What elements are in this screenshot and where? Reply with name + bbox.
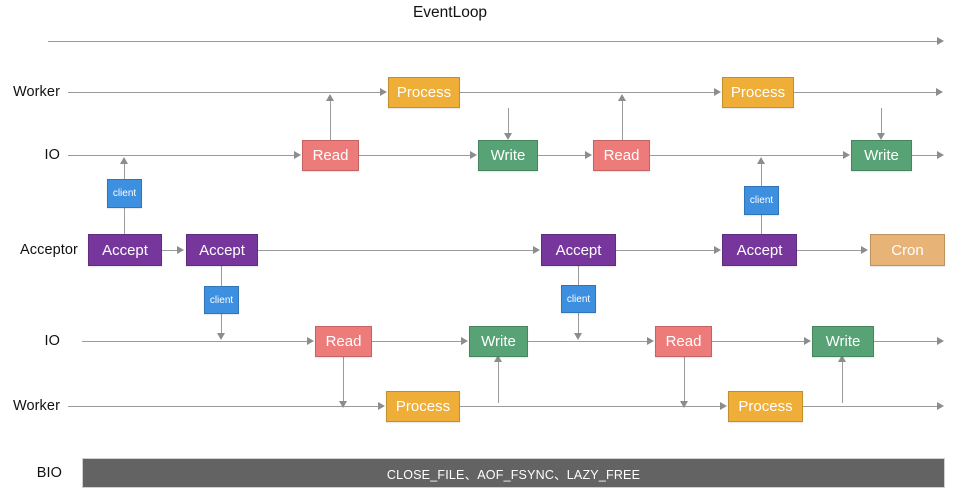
lifeline-io-bottom-seg-5 <box>874 341 938 342</box>
lifeline-worker-top-arrow-2 <box>714 88 721 96</box>
lifeline-worker-bottom-seg-2 <box>460 406 721 407</box>
row-label-acceptor: Acceptor <box>19 242 78 258</box>
bio-bar[interactable]: CLOSE_FILE、AOF_FSYNC、LAZY_FREE <box>82 458 945 488</box>
node-io-top-write-1[interactable]: Write <box>478 140 538 171</box>
node-io-top-read-2[interactable]: Read <box>593 140 650 171</box>
node-acceptor-accept-3[interactable]: Accept <box>541 234 616 266</box>
lifeline-io-bottom-arrow-3 <box>647 337 654 345</box>
lifeline-io-top-arrow-4 <box>843 151 850 159</box>
lifeline-io-top-seg-4 <box>650 155 844 156</box>
connector-process2-to-write2-arrow <box>877 133 885 140</box>
lifeline-io-top-arrow-3 <box>585 151 592 159</box>
lifeline-worker-top-seg-1 <box>68 92 381 93</box>
lifeline-worker-bottom-arrow-2 <box>720 402 727 410</box>
lifeline-worker-top-arrow-1 <box>380 88 387 96</box>
node-worker-top-process-1[interactable]: Process <box>388 77 460 108</box>
node-client-acceptor-4[interactable]: client <box>744 186 779 215</box>
lifeline-worker-bottom-arrow-1 <box>378 402 385 410</box>
node-client-acceptor-3[interactable]: client <box>561 285 596 313</box>
lifeline-worker-bottom-arrow-3 <box>937 402 944 410</box>
node-acceptor-cron[interactable]: Cron <box>870 234 945 266</box>
connector-io-bottom-read2-to-worker <box>684 357 685 403</box>
node-worker-bottom-process-2[interactable]: Process <box>728 391 803 422</box>
page-title: EventLoop <box>412 4 488 21</box>
connector-worker-bottom-process1-to-write1 <box>498 357 499 403</box>
connector-process2-to-write2 <box>881 108 882 135</box>
connector-worker-bottom-process1-to-write1-arrow <box>494 355 502 362</box>
lifeline-io-bottom-seg-1 <box>82 341 308 342</box>
lifeline-io-bottom-arrow-1 <box>307 337 314 345</box>
connector-io-bottom-read1-to-worker <box>343 357 344 403</box>
lifeline-io-bottom-seg-4 <box>712 341 805 342</box>
lifeline-acceptor-seg-1 <box>162 250 178 251</box>
node-client-acceptor-2[interactable]: client <box>204 286 239 314</box>
lifeline-worker-top-arrow-3 <box>936 88 943 96</box>
row-label-worker-top: Worker <box>12 84 60 100</box>
lifeline-worker-bottom-seg-1 <box>68 406 379 407</box>
connector-read1-to-worker-top-arrow <box>326 94 334 101</box>
connector-io-bottom-read2-to-worker-arrow <box>680 401 688 408</box>
lifeline-io-bottom-arrow-5 <box>937 337 944 345</box>
lifeline-acceptor-seg-3 <box>616 250 714 251</box>
lifeline-io-bottom-arrow-2 <box>461 337 468 345</box>
node-io-top-write-2[interactable]: Write <box>851 140 912 171</box>
connector-accept2-to-io-bottom-arrow <box>217 333 225 340</box>
node-acceptor-accept-4[interactable]: Accept <box>722 234 797 266</box>
connector-worker-bottom-process2-to-write2 <box>842 357 843 403</box>
connector-read1-to-worker-top <box>330 97 331 140</box>
lifeline-io-top-arrow-2 <box>470 151 477 159</box>
lifeline-acceptor-arrow-2 <box>533 246 540 254</box>
lifeline-io-top-seg-3 <box>538 155 586 156</box>
row-label-io-bottom: IO <box>44 333 60 349</box>
row-label-bio: BIO <box>36 465 62 481</box>
lifeline-io-top-arrow-5 <box>937 151 944 159</box>
node-io-top-read-1[interactable]: Read <box>302 140 359 171</box>
connector-accept4-to-io-top-arrow <box>757 157 765 164</box>
lifeline-acceptor-arrow-3 <box>714 246 721 254</box>
eventloop-timeline <box>48 41 938 42</box>
lifeline-io-bottom-arrow-4 <box>804 337 811 345</box>
node-acceptor-accept-1[interactable]: Accept <box>88 234 162 266</box>
lifeline-acceptor-arrow-1 <box>177 246 184 254</box>
lifeline-io-top-seg-5 <box>912 155 938 156</box>
connector-process1-to-write1-arrow <box>504 133 512 140</box>
connector-worker-bottom-process2-to-write2-arrow <box>838 355 846 362</box>
lifeline-io-top-seg-2 <box>359 155 471 156</box>
node-acceptor-accept-2[interactable]: Accept <box>186 234 258 266</box>
connector-read2-to-worker-top-arrow <box>618 94 626 101</box>
node-io-bottom-write-2[interactable]: Write <box>812 326 874 357</box>
node-worker-bottom-process-1[interactable]: Process <box>386 391 460 422</box>
lifeline-worker-bottom-seg-3 <box>803 406 938 407</box>
connector-io-bottom-read1-to-worker-arrow <box>339 401 347 408</box>
lifeline-acceptor-arrow-4 <box>861 246 868 254</box>
lifeline-worker-top-seg-2 <box>460 92 715 93</box>
connector-accept3-to-io-bottom-arrow <box>574 333 582 340</box>
connector-process1-to-write1 <box>508 108 509 135</box>
node-io-bottom-read-2[interactable]: Read <box>655 326 712 357</box>
lifeline-io-bottom-seg-3 <box>528 341 648 342</box>
node-client-top[interactable]: client <box>107 179 142 208</box>
lifeline-io-bottom-seg-2 <box>372 341 462 342</box>
lifeline-io-top-arrow-1 <box>294 151 301 159</box>
row-label-worker-bottom: Worker <box>12 398 60 414</box>
eventloop-timeline-arrow <box>937 37 944 45</box>
lifeline-worker-top-seg-3 <box>794 92 937 93</box>
connector-accept1-to-io-top-arrow <box>120 157 128 164</box>
lifeline-io-top-seg-1 <box>68 155 295 156</box>
row-label-io-top: IO <box>44 147 60 163</box>
connector-read2-to-worker-top <box>622 97 623 140</box>
node-io-bottom-read-1[interactable]: Read <box>315 326 372 357</box>
lifeline-acceptor-seg-2 <box>258 250 533 251</box>
node-io-bottom-write-1[interactable]: Write <box>469 326 528 357</box>
node-worker-top-process-2[interactable]: Process <box>722 77 794 108</box>
lifeline-acceptor-seg-4 <box>797 250 862 251</box>
